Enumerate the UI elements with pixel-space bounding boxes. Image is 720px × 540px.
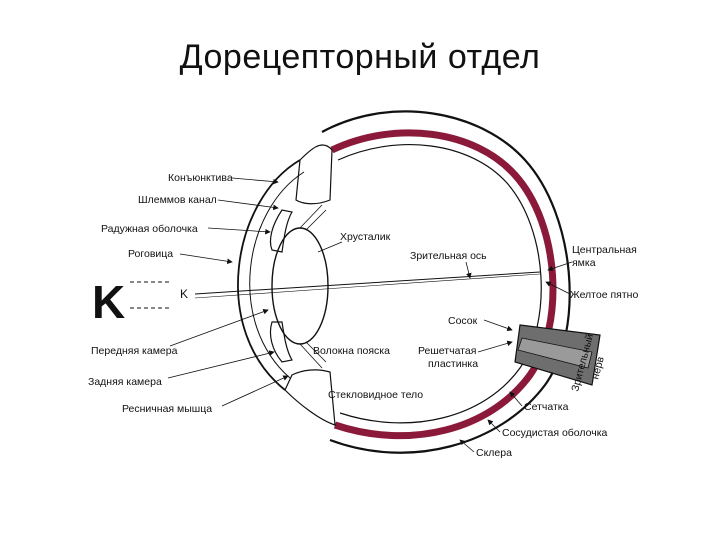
ciliary-upper [295, 144, 333, 205]
label-schlemm: Шлеммов канал [138, 194, 217, 206]
label-lamina-1: Решетчатая [418, 345, 476, 357]
object-k-large: K [92, 276, 125, 328]
label-fovea-2: ямка [572, 257, 596, 269]
retina-outline [337, 144, 542, 424]
leader-sclera [459, 439, 475, 453]
leader-papilla [483, 319, 513, 332]
leader-ciliary [221, 375, 289, 407]
leader-optic-axis [465, 261, 472, 279]
choroid-band [330, 129, 557, 440]
optic-nerve-core [517, 337, 593, 369]
leader-cornea [179, 253, 233, 265]
leader-anterior-chamber [169, 309, 269, 347]
leader-conjunctiva [231, 177, 279, 185]
leader-choroid [487, 419, 501, 433]
object-k-small: K [180, 287, 188, 301]
cornea-inner [249, 171, 305, 379]
label-zonule: Волокна пояска [313, 345, 390, 357]
label-optic-axis: Зрительная ось [410, 250, 487, 262]
label-macula: Желтое пятно [570, 289, 638, 301]
visual-ray-1 [194, 273, 541, 299]
leader-iris [207, 227, 271, 235]
label-ciliary: Ресничная мышца [122, 403, 212, 415]
label-cornea: Роговица [128, 248, 173, 260]
label-choroid: Сосудистая оболочка [502, 427, 608, 439]
label-anterior-chamber: Передняя камера [91, 345, 178, 357]
optic-axis [194, 271, 541, 295]
label-lens: Хрусталик [340, 231, 391, 243]
label-conjunctiva: Конъюнктива [168, 172, 233, 184]
leader-retina [509, 391, 523, 407]
iris-lower [269, 321, 293, 363]
label-optic-nerve-2: нерв [589, 355, 607, 381]
ciliary-lower [284, 369, 336, 426]
label-papilla: Сосок [448, 315, 478, 327]
label-retina: Сетчатка [524, 401, 569, 413]
iris-upper [269, 209, 293, 253]
leader-posterior-chamber [167, 350, 275, 379]
label-lamina-2: пластинка [428, 358, 478, 370]
page-title: Дорецепторный отдел [179, 38, 541, 76]
label-fovea-1: Центральная [572, 244, 637, 256]
leader-macula [545, 281, 571, 295]
leader-lamina [477, 340, 513, 353]
zonule-upper [299, 204, 327, 231]
label-posterior-chamber: Задняя камера [88, 376, 162, 388]
leader-lens [317, 241, 343, 253]
label-iris: Радужная оболочка [101, 223, 198, 235]
sclera-outline [321, 110, 571, 454]
leader-fovea [547, 261, 573, 272]
leader-schlemm [217, 199, 279, 211]
label-sclera: Склера [476, 447, 512, 459]
zonule-lower [299, 341, 327, 369]
cornea-outline [237, 159, 301, 391]
label-vitreous: Стекловидное тело [328, 389, 423, 401]
